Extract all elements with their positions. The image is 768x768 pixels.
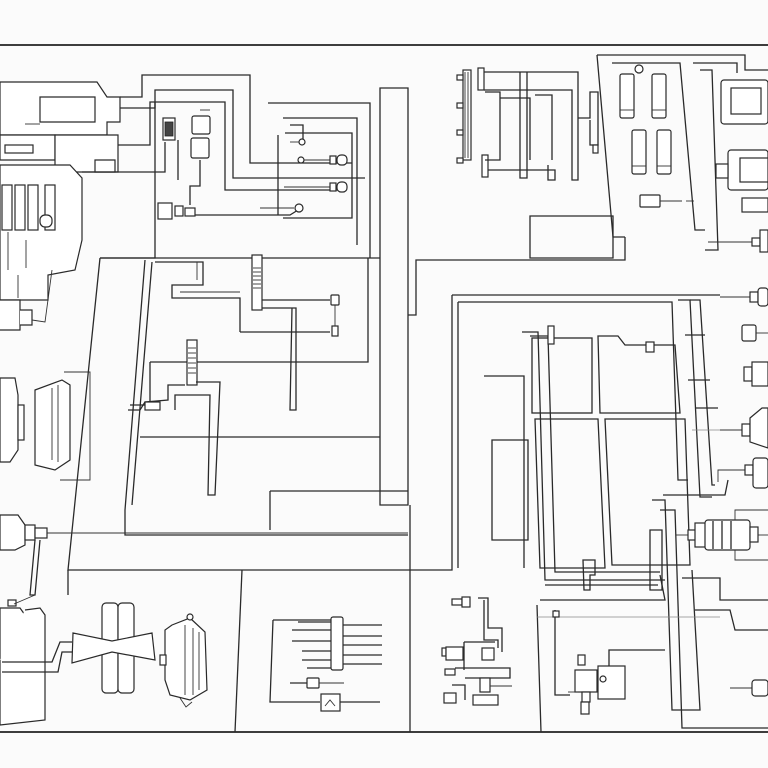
switch-box bbox=[320, 693, 341, 712]
connector-b bbox=[297, 154, 348, 166]
terminal-block bbox=[157, 202, 196, 220]
side-plug-lower bbox=[0, 514, 408, 596]
chassis-outline bbox=[410, 294, 720, 601]
cell-3 bbox=[534, 418, 606, 569]
chassis-side-rails bbox=[649, 299, 768, 729]
board-outline bbox=[529, 54, 768, 259]
valve bbox=[552, 610, 598, 715]
chip-slot-4 bbox=[656, 129, 672, 175]
ribbon-connector-left bbox=[34, 371, 91, 481]
duct-outline bbox=[67, 257, 411, 571]
probe bbox=[639, 194, 694, 208]
resistor bbox=[290, 677, 344, 689]
heat-sink-comb bbox=[456, 67, 489, 178]
connector-a bbox=[290, 138, 306, 146]
cell-1 bbox=[531, 337, 593, 414]
relay-pair bbox=[162, 109, 211, 159]
chip-slot-3 bbox=[631, 129, 647, 175]
connector-c bbox=[284, 181, 348, 193]
fuse-row bbox=[484, 71, 599, 181]
chip-slots bbox=[619, 64, 672, 175]
right-lower-wires bbox=[682, 577, 768, 697]
connector-d bbox=[260, 203, 304, 213]
plug-3 bbox=[741, 324, 768, 342]
side-plug-upper bbox=[0, 269, 53, 331]
plug-5 bbox=[720, 407, 768, 449]
multi-pin-connector bbox=[159, 613, 208, 708]
fan-grille bbox=[0, 164, 83, 301]
vent-2 bbox=[240, 254, 340, 411]
plug-4 bbox=[743, 361, 768, 387]
side-housing-bottom bbox=[0, 594, 72, 726]
display-module-1 bbox=[720, 79, 768, 125]
chip-slot-1 bbox=[619, 73, 635, 119]
vent-3 bbox=[128, 339, 221, 496]
cell-4 bbox=[604, 418, 691, 566]
chip-slot-2 bbox=[651, 73, 667, 119]
side-housing-left bbox=[0, 377, 25, 463]
junction-panel bbox=[268, 102, 371, 258]
plug-6 bbox=[717, 457, 768, 489]
bus-bar bbox=[269, 616, 382, 703]
junction-box bbox=[597, 649, 665, 700]
motor-spool bbox=[676, 509, 768, 561]
vent-1 bbox=[155, 261, 241, 332]
main-trunk bbox=[379, 87, 626, 506]
plug-1 bbox=[708, 229, 768, 253]
plug-2 bbox=[720, 287, 768, 307]
bottom-dividers bbox=[67, 569, 720, 733]
sensor-stack bbox=[441, 596, 512, 706]
engine-block bbox=[0, 81, 121, 173]
wire-bundle-top-left bbox=[82, 74, 365, 259]
cell-2 bbox=[597, 335, 681, 414]
x-bracket bbox=[71, 602, 156, 694]
chassis-cells bbox=[531, 325, 691, 591]
display-module-2 bbox=[715, 149, 768, 213]
